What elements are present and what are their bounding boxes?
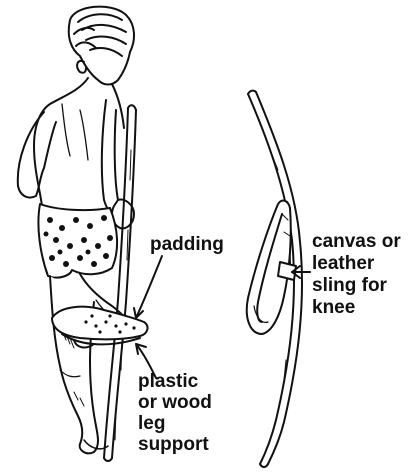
support-label-line3: leg — [138, 414, 165, 433]
leg-support-padding — [52, 307, 147, 340]
support-label-line1: plastic — [138, 372, 198, 391]
child-shorts — [38, 204, 117, 278]
child-standing-leg — [50, 276, 98, 453]
support-label-line2: or wood — [138, 393, 212, 412]
support-label-line4: support — [138, 435, 209, 454]
padding-pointer — [136, 256, 162, 318]
sling-label-line2: leather — [312, 254, 374, 273]
child-figure — [18, 7, 134, 454]
child-hair — [69, 7, 134, 85]
sling-label-line4: knee — [312, 298, 355, 317]
padding-label: padding — [150, 235, 224, 254]
right-stilt — [247, 91, 310, 467]
child-back — [34, 78, 88, 206]
sling-label-line3: sling for — [312, 276, 387, 295]
sling-label-line1: canvas or — [312, 232, 401, 251]
